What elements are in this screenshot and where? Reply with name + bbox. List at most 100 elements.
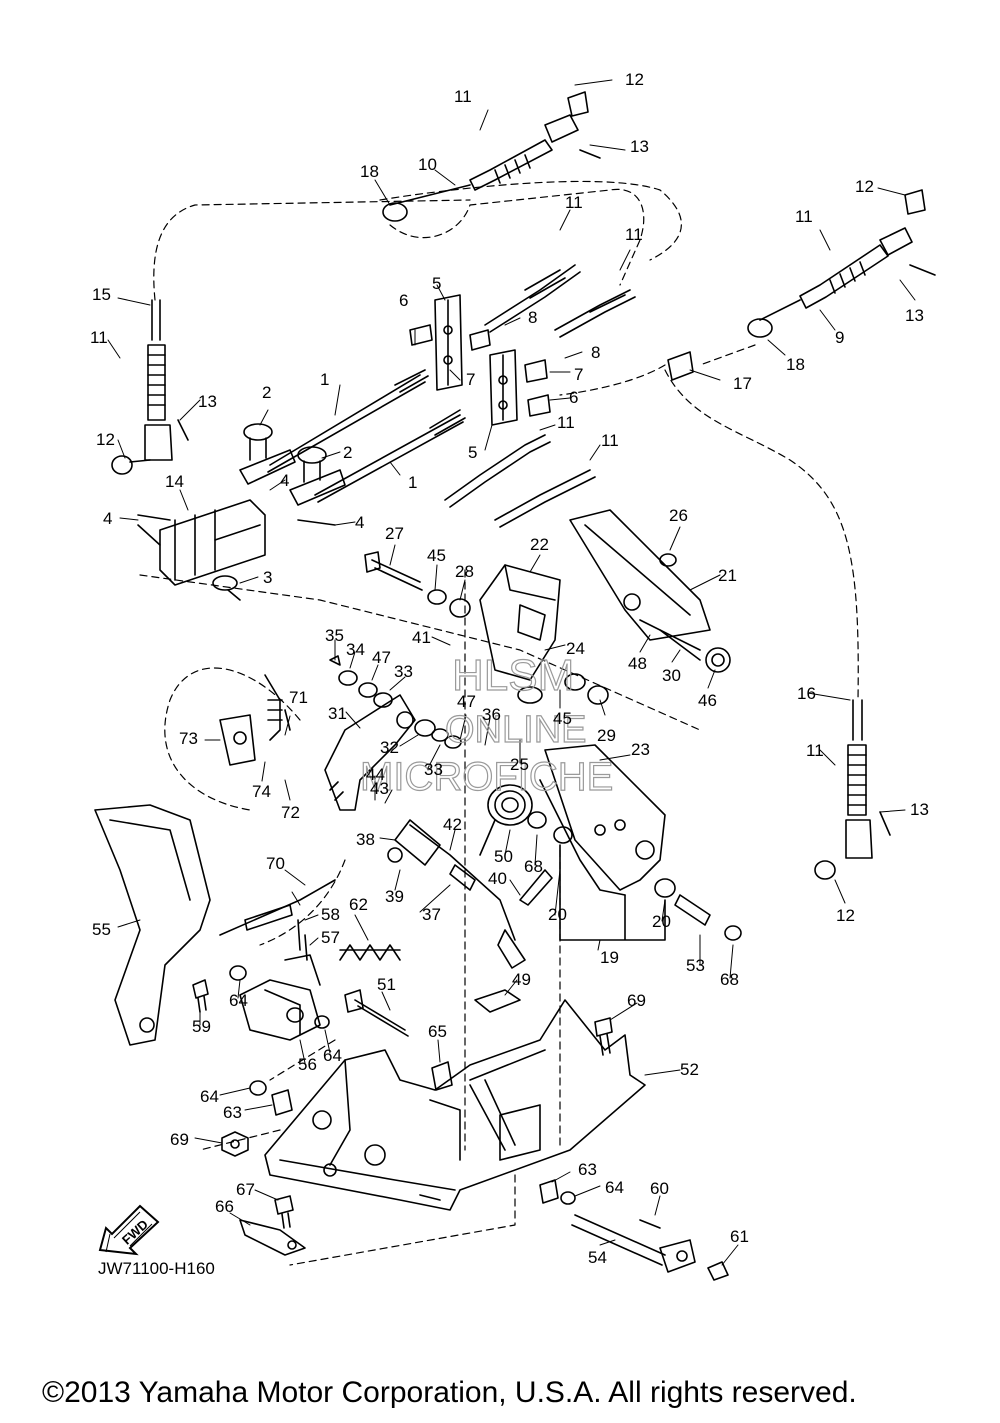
bolt-51 (344, 989, 409, 1037)
callout-44: 44 (366, 765, 385, 784)
callout-4-left: 4 (103, 509, 112, 528)
callout-43: 43 (370, 779, 389, 798)
callout-21: 21 (718, 566, 737, 585)
bushing-63-64-left (249, 1080, 293, 1116)
callout-63-a: 63 (223, 1103, 242, 1122)
callout-2-lower: 2 (343, 443, 352, 462)
callout-12-d: 12 (836, 906, 855, 925)
callout-62: 62 (349, 895, 368, 914)
bracket-5-lower (489, 349, 551, 426)
callout-71: 71 (289, 688, 308, 707)
callout-57: 57 (321, 928, 340, 947)
forward-direction-arrow-icon: FWD (98, 1204, 160, 1256)
callout-33-b: 33 (424, 760, 443, 779)
callout-59: 59 (192, 1017, 211, 1036)
shaft-54 (571, 1214, 729, 1281)
callout-20-b: 20 (652, 912, 671, 931)
callout-28: 28 (455, 562, 474, 581)
callout-16: 16 (797, 684, 816, 703)
callout-42: 42 (443, 815, 462, 834)
callout-12-c: 12 (96, 430, 115, 449)
callout-11-g: 11 (601, 431, 619, 450)
callout-13-d: 13 (910, 800, 929, 819)
callout-56: 56 (298, 1055, 317, 1074)
bolt-69-upper (594, 1017, 613, 1056)
callout-50: 50 (494, 847, 513, 866)
callout-30: 30 (662, 666, 681, 685)
callout-26: 26 (669, 506, 688, 525)
callout-10: 10 (418, 155, 437, 174)
callout-20-a: 20 (548, 905, 567, 924)
callout-18-b: 18 (786, 355, 805, 374)
callout-64-b: 64 (323, 1046, 342, 1065)
callout-3: 3 (263, 568, 272, 587)
callout-48: 48 (628, 654, 647, 673)
bushing-63-64-lower (539, 1179, 576, 1205)
callout-12-b: 12 (855, 177, 874, 196)
shift-rod-1-upper (239, 369, 429, 485)
callout-9: 9 (835, 328, 844, 347)
callout-6-lower: 6 (569, 388, 578, 407)
callout-58: 58 (321, 905, 340, 924)
callout-74: 74 (252, 782, 271, 801)
callout-27: 27 (385, 524, 404, 543)
bolt-27-assembly (364, 551, 471, 618)
shift-cable-9 (747, 189, 936, 338)
link-rod-37 (387, 819, 553, 969)
callout-8-upper: 8 (528, 308, 537, 327)
callout-37: 37 (422, 905, 441, 924)
callout-47-b: 47 (457, 692, 476, 711)
callout-54: 54 (588, 1248, 607, 1267)
callout-29: 29 (597, 726, 616, 745)
callout-5-upper: 5 (432, 274, 441, 293)
callout-17: 17 (733, 374, 752, 393)
callout-36: 36 (482, 705, 501, 724)
callout-labels: 1 1 2 2 3 4 4 4 5 5 6 6 7 7 8 8 9 10 11 … (90, 70, 929, 1267)
cable-routing-lines (139, 180, 859, 1266)
callout-69-a: 69 (627, 991, 646, 1010)
callout-18-a: 18 (360, 162, 379, 181)
plate-66 (239, 1219, 306, 1256)
callout-13-c: 13 (198, 392, 217, 411)
callout-52: 52 (680, 1060, 699, 1079)
pivot-bracket-56 (219, 879, 336, 1041)
washers-group (329, 655, 462, 749)
block-49 (474, 989, 521, 1013)
callout-35: 35 (325, 626, 344, 645)
callout-67: 67 (236, 1180, 255, 1199)
callout-41: 41 (412, 628, 431, 647)
callout-33-a: 33 (394, 662, 413, 681)
callout-55: 55 (92, 920, 111, 939)
callout-70: 70 (266, 854, 285, 873)
spring-62 (339, 944, 401, 961)
watermark-line-2: ONLINE (445, 709, 586, 751)
center-cables (444, 264, 636, 528)
spring-50 (479, 784, 533, 856)
callout-49: 49 (512, 970, 531, 989)
shift-rod-1-lower (289, 409, 466, 526)
callout-13-a: 13 (630, 137, 649, 156)
lever-23 (539, 744, 666, 896)
bracket-5-upper (409, 294, 491, 391)
callout-64-d: 64 (605, 1178, 624, 1197)
nut-69-lower (221, 1131, 249, 1157)
callout-31: 31 (328, 704, 347, 723)
callout-32: 32 (380, 738, 399, 757)
callout-38: 38 (356, 830, 375, 849)
callout-12-a: 12 (625, 70, 644, 89)
callout-64-a: 64 (229, 991, 248, 1010)
base-plate-52 (264, 999, 646, 1211)
callout-24: 24 (566, 639, 585, 658)
callout-25: 25 (510, 755, 529, 774)
lever-31 (324, 694, 416, 811)
callout-68-a: 68 (524, 857, 543, 876)
callout-45-b: 45 (553, 709, 572, 728)
callout-19: 19 (600, 948, 619, 967)
throttle-cable-16 (814, 699, 891, 880)
callout-11-f: 11 (557, 413, 575, 432)
throttle-cable-15 (111, 299, 189, 475)
callout-15: 15 (92, 285, 111, 304)
callout-6-upper: 6 (399, 291, 408, 310)
callout-45-a: 45 (427, 546, 446, 565)
